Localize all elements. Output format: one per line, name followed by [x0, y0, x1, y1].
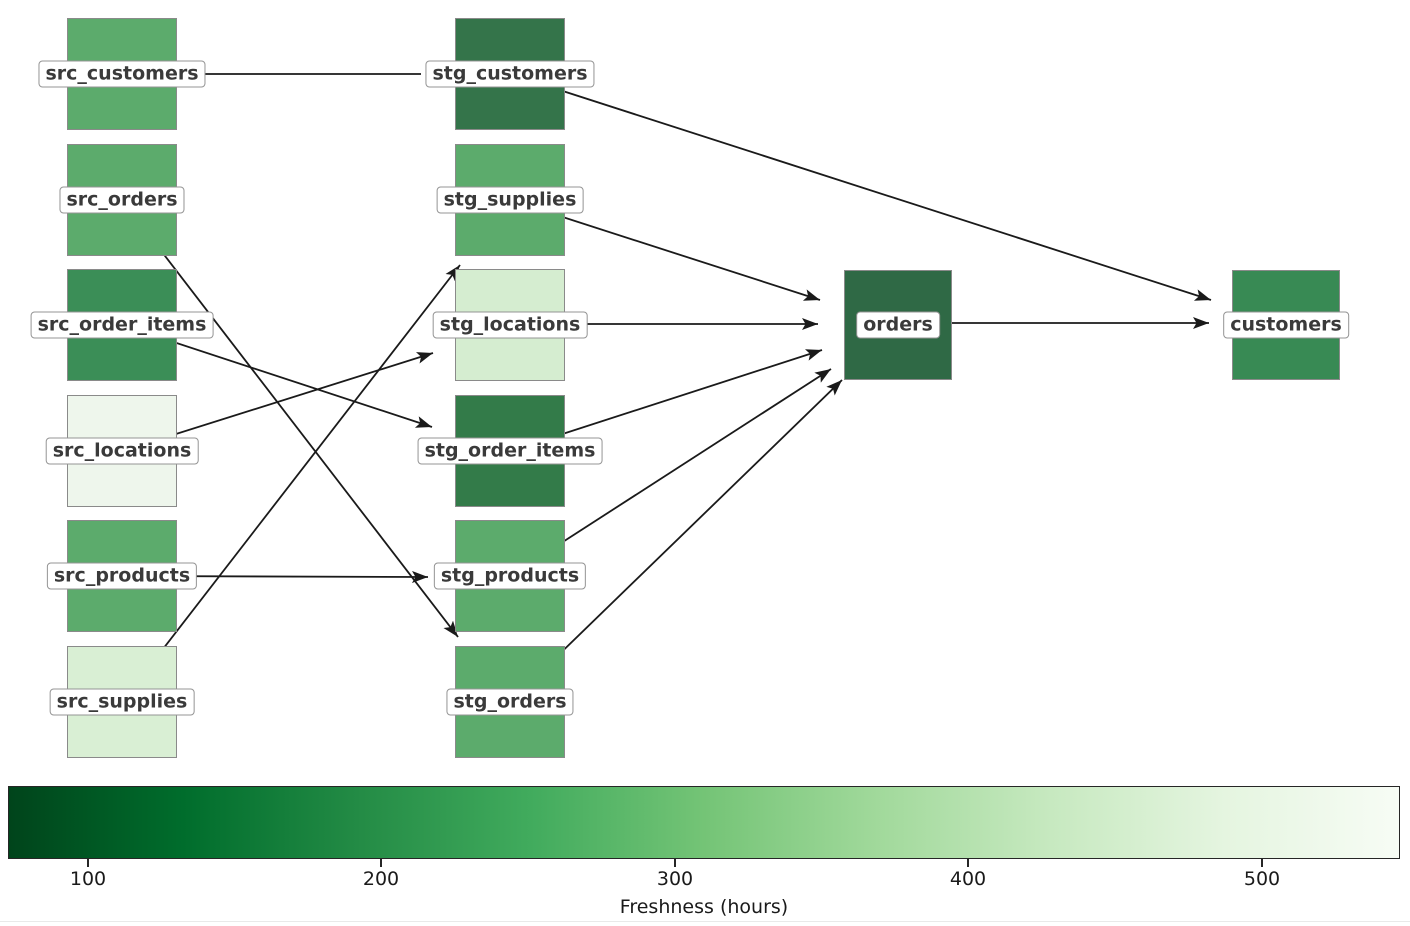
- colorbar-tick-label-100: 100: [69, 868, 107, 890]
- node-label-stg_locations: stg_locations: [432, 311, 588, 339]
- colorbar-tick-mark-200: [380, 859, 382, 867]
- node-label-orders: orders: [856, 311, 940, 339]
- node-label-stg_products: stg_products: [433, 562, 587, 590]
- colorbar-tick-label-300: 300: [656, 868, 694, 890]
- colorbar-tick-mark-400: [967, 859, 969, 867]
- node-label-stg_order_items: stg_order_items: [417, 437, 603, 465]
- node-label-src_products: src_products: [46, 562, 198, 590]
- colorbar-axis-label: Freshness (hours): [619, 896, 789, 918]
- edge-stg_orders-to-orders: [509, 379, 843, 703]
- node-label-stg_customers: stg_customers: [425, 60, 595, 88]
- freshness-colorbar: [8, 786, 1400, 859]
- node-label-stg_supplies: stg_supplies: [436, 186, 584, 214]
- node-label-customers: customers: [1223, 311, 1349, 339]
- node-label-src_supplies: src_supplies: [49, 688, 195, 716]
- node-label-stg_orders: stg_orders: [446, 688, 574, 716]
- edge-src_orders-to-stg_orders: [121, 199, 459, 638]
- colorbar-tick-mark-100: [87, 859, 89, 867]
- node-label-src_orders: src_orders: [59, 186, 185, 214]
- colorbar-tick-mark-300: [674, 859, 676, 867]
- node-label-src_customers: src_customers: [38, 60, 206, 88]
- node-label-src_locations: src_locations: [45, 437, 199, 465]
- edge-stg_customers-to-customers: [509, 73, 1212, 301]
- colorbar-tick-label-400: 400: [949, 868, 987, 890]
- colorbar-tick-label-500: 500: [1243, 868, 1281, 890]
- colorbar-tick-mark-500: [1261, 859, 1263, 867]
- figure-bottom-rule: [0, 921, 1410, 922]
- node-label-src_order_items: src_order_items: [30, 311, 214, 339]
- colorbar-tick-label-200: 200: [362, 868, 400, 890]
- edge-src_supplies-to-stg_supplies: [121, 264, 461, 703]
